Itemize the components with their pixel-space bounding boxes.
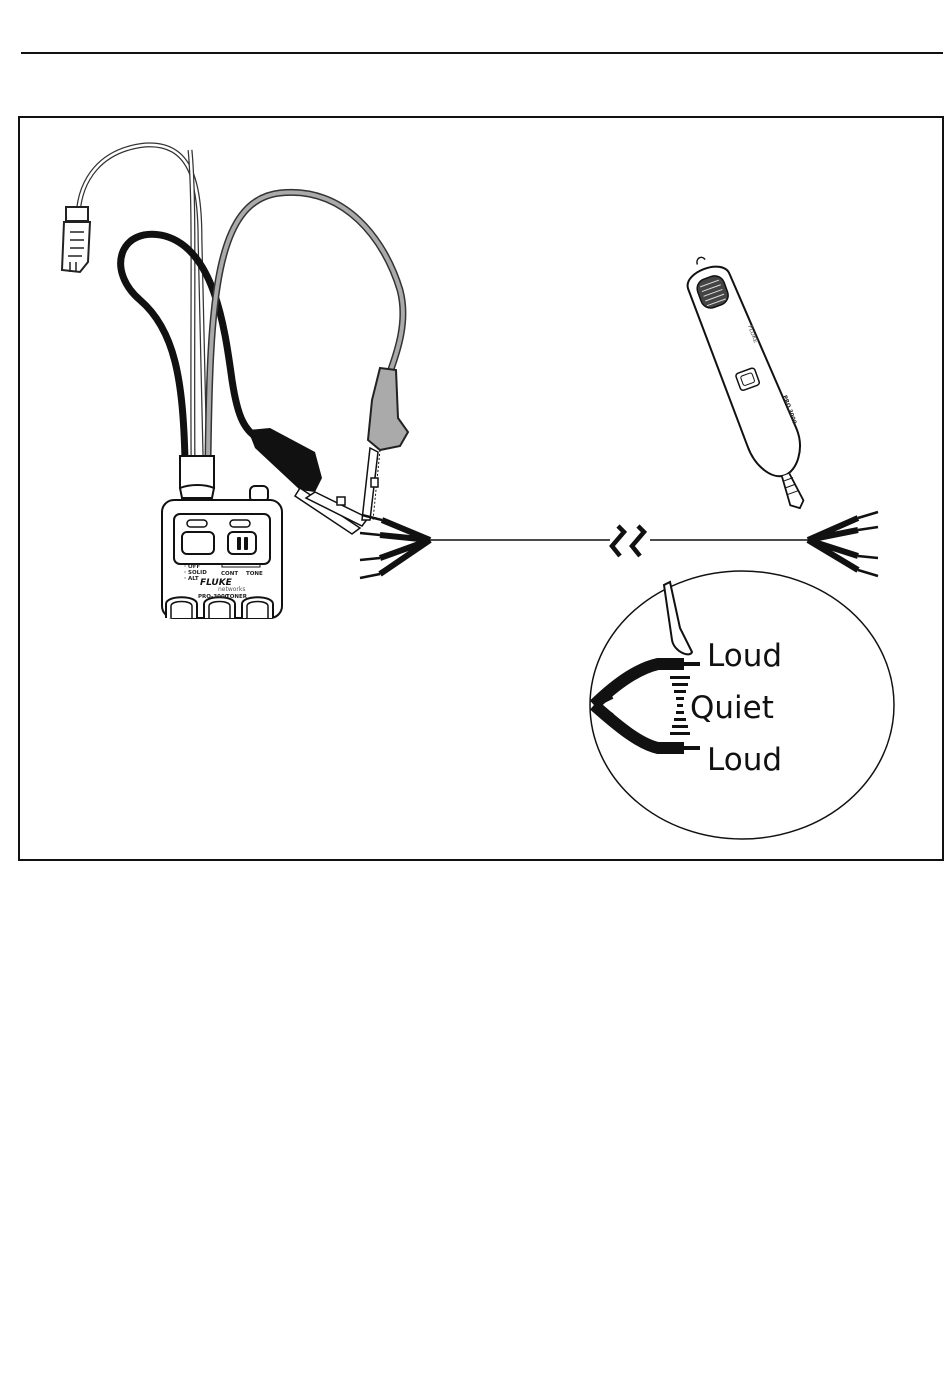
mode-switch[interactable]: [228, 532, 256, 554]
generator-brand-sub: networks: [218, 586, 246, 593]
label-quiet: Quiet: [690, 690, 774, 726]
generator-model: PRO-3000: [198, 594, 229, 600]
switch-position-alt: · ALT: [184, 576, 199, 582]
generator-model-sub: TONER: [226, 594, 248, 600]
probe: [679, 247, 822, 519]
left-wire-bundle: [360, 515, 430, 578]
cont-label: CONT: [221, 571, 238, 577]
rj45-plug-icon: [62, 207, 90, 272]
label-loud-bottom: Loud: [707, 742, 782, 778]
power-switch[interactable]: [182, 532, 214, 554]
gray-alligator-clip: [362, 368, 408, 520]
break-symbol-icon: [612, 526, 644, 556]
tone-label: TONE: [246, 571, 263, 577]
right-wire-bundle: [808, 512, 878, 576]
label-loud-top: Loud: [707, 638, 782, 674]
